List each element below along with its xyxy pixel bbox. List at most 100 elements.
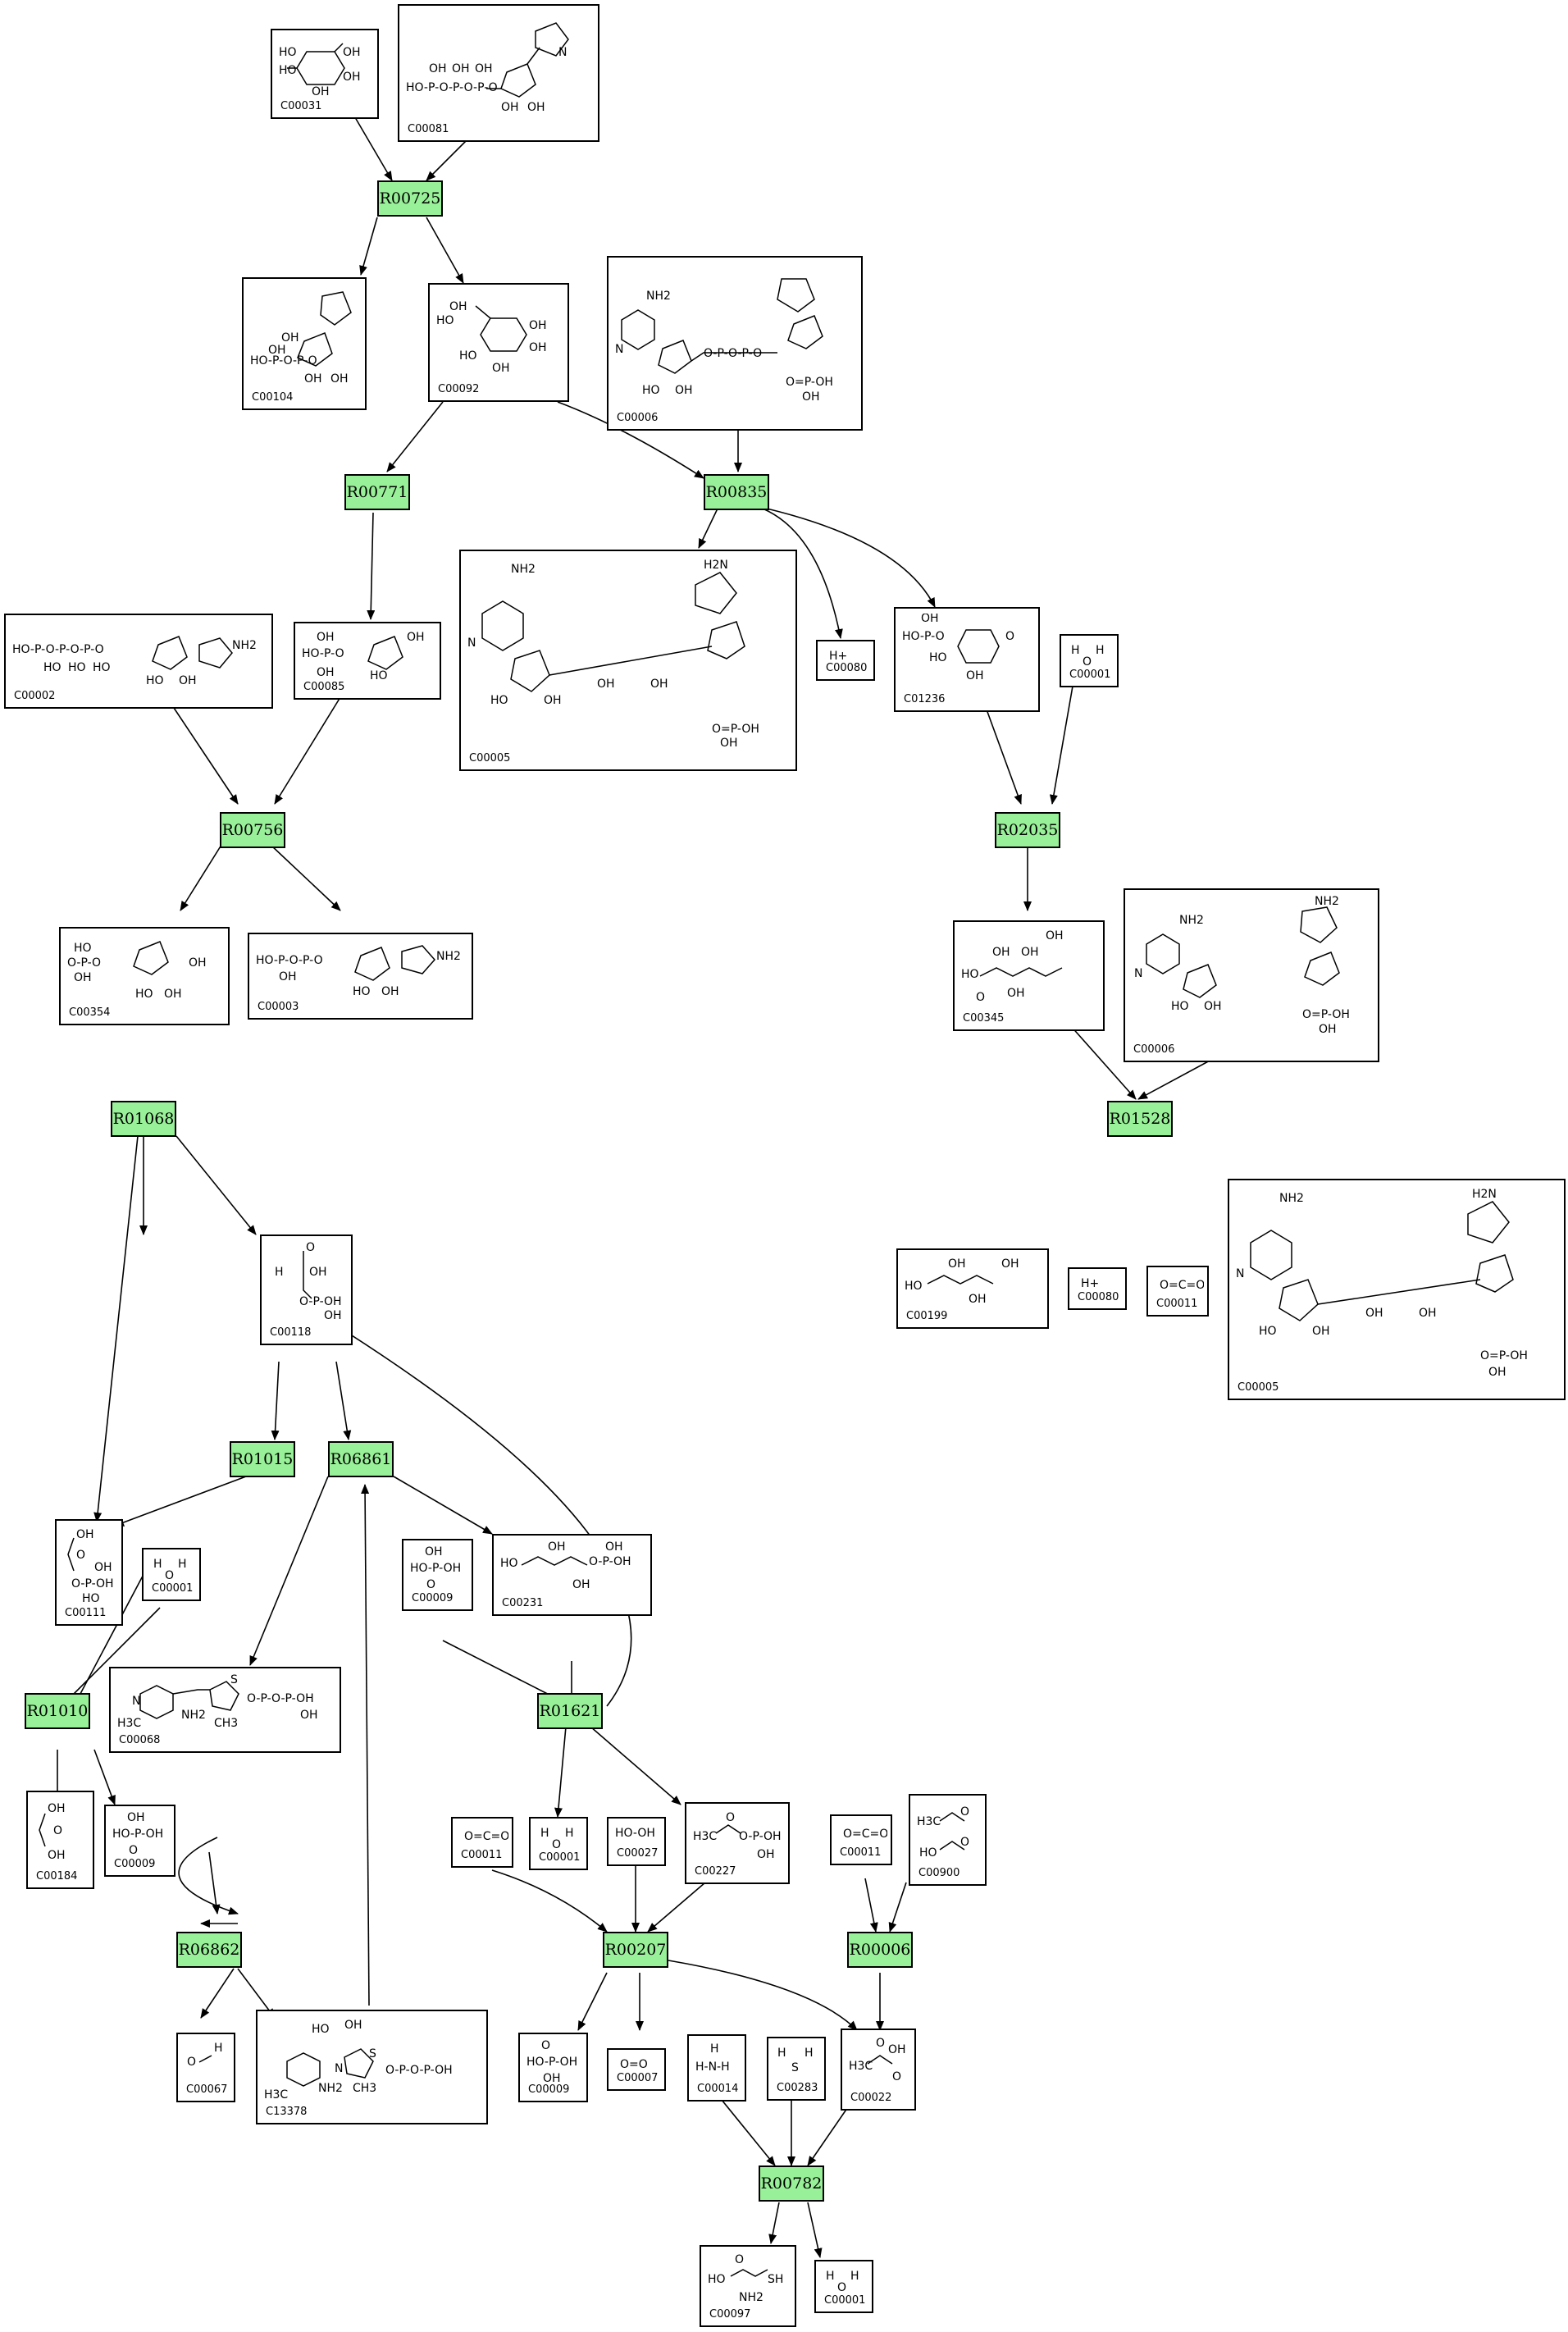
svg-text:OH: OH [675,384,693,397]
svg-text:HO: HO [708,2273,726,2286]
reaction-R00756[interactable]: R00756 [220,812,285,848]
compound-C00080[interactable]: H+ C00080 [816,640,875,681]
compound-C00002[interactable]: HO-P-O-P-O-P-O HO HO HO NH2 HO OH C00002 [4,614,273,709]
svg-text:HO: HO [642,384,660,397]
compound-id: C00080 [826,662,868,674]
compound-C00067[interactable]: O H C00067 [176,2033,235,2102]
compound-C00118[interactable]: O H OH O-P-OH OH C00118 [260,1234,353,1345]
compound-C00111[interactable]: OH O OH O-P-OH HO C00111 [55,1519,123,1626]
svg-text:NH2: NH2 [739,2291,763,2304]
reaction-R00725[interactable]: R00725 [377,180,443,217]
reaction-R00771[interactable]: R00771 [344,474,410,510]
compound-C00006-b[interactable]: NH2 NH2 N HO OH O=P-OH OH C00006 [1124,888,1379,1062]
svg-text:OH: OH [1419,1307,1437,1320]
reaction-R00207[interactable]: R00207 [603,1932,668,1968]
reaction-R02035[interactable]: R02035 [995,812,1060,848]
svg-text:OH: OH [1365,1307,1383,1320]
compound-C00014[interactable]: H H-N-H C00014 [687,2034,746,2102]
compound-C00081[interactable]: OH OH OH HO-P-O-P-O-P-O N OH OH C00081 [398,4,599,142]
svg-text:N: N [615,343,623,356]
svg-text:OH: OH [425,1545,443,1558]
compound-C00184[interactable]: OH O OH C00184 [26,1791,94,1889]
svg-text:NH2: NH2 [1179,914,1204,927]
reaction-R00782[interactable]: R00782 [759,2165,824,2202]
compound-C00227[interactable]: O H3C O-P-OH OH C00227 [685,1802,790,1884]
reaction-R01010[interactable]: R01010 [25,1693,90,1729]
compound-C00011-c[interactable]: O=C=O C00011 [830,1814,892,1865]
svg-text:H: H [826,2270,835,2283]
compound-C00900[interactable]: H3C O HO O C00900 [909,1794,987,1886]
structure-diagram: NH2 H2N N HO OH OH OH O=P-OH OH [1236,1188,1528,1377]
svg-text:O=P-OH: O=P-OH [1302,1008,1350,1021]
compound-C00006[interactable]: NH2 N HO OH O-P-O-P-O O=P-OH OH C00006 [607,256,863,431]
reaction-R01068[interactable]: R01068 [111,1101,176,1137]
reaction-R01528[interactable]: R01528 [1107,1101,1173,1137]
reaction-R01621[interactable]: R01621 [537,1693,603,1729]
compound-C13378[interactable]: HO OH N S H3C NH2 CH3 O-P-O-P-OH C13378 [256,2010,488,2124]
structure-diagram: O H [187,2042,223,2069]
compound-C00005[interactable]: NH2 H2N N HO OH OH OH O=P-OH OH C00005 [459,550,797,771]
svg-text:O=P-OH: O=P-OH [786,376,833,389]
structure-diagram: NH2 H2N N HO OH OH OH O=P-OH OH [467,559,759,748]
compound-C00009-c[interactable]: O HO-P-OH OH C00009 [518,2033,588,2102]
compound-C00231[interactable]: OH HO OH O-P-OH OH C00231 [492,1534,652,1616]
compound-C01236[interactable]: OH HO-P-O HO OH O C01236 [894,607,1040,712]
compound-C00027[interactable]: HO-OH C00027 [607,1817,666,1866]
svg-text:H: H [178,1558,187,1571]
svg-text:OH: OH [720,737,738,748]
reaction-R01015[interactable]: R01015 [230,1441,295,1477]
svg-text:OH: OH [1007,987,1025,1000]
compound-C00092[interactable]: OH HO HO OH OH OH C00092 [428,283,569,402]
compound-C00011[interactable]: O=C=O C00011 [1146,1266,1209,1317]
compound-C00068[interactable]: N S H3C NH2 CH3 O-P-O-P-OH OH C00068 [109,1667,341,1753]
reaction-R00006[interactable]: R00006 [847,1932,913,1968]
compound-C00283[interactable]: H S H C00283 [767,2037,826,2101]
svg-text:OH: OH [1488,1366,1506,1377]
compound-C00354[interactable]: HO O-P-O OH OH HO OH C00354 [59,927,230,1025]
compound-C00097[interactable]: O HO SH NH2 C00097 [700,2245,796,2327]
svg-text:O: O [837,2281,846,2294]
compound-C00001-d[interactable]: H O H C00001 [814,2260,873,2313]
svg-text:O: O [426,1578,435,1591]
compound-C00001[interactable]: H O H C00001 [1060,634,1119,687]
svg-text:O: O [165,1569,174,1582]
compound-id: C00067 [186,2083,228,2096]
compound-C00009[interactable]: OH HO-P-OH O C00009 [402,1539,473,1611]
svg-text:OH: OH [1312,1325,1330,1338]
compound-id: C00001 [1069,669,1111,681]
compound-C00003[interactable]: HO-P-O-P-O OH NH2 HO OH C00003 [248,933,473,1020]
svg-text:H+: H+ [1081,1277,1099,1290]
compound-C00005-b[interactable]: NH2 H2N N HO OH OH OH O=P-OH OH C00005 [1228,1179,1566,1400]
svg-text:OH: OH [948,1257,966,1271]
compound-C00001-b[interactable]: H O H C00001 [142,1548,201,1601]
structure-diagram: OH HO HO OH OH OH [436,300,547,375]
compound-C00345[interactable]: OH HO OH OH OH O C00345 [953,920,1105,1031]
svg-text:O: O [876,2037,885,2050]
compound-id: C00022 [850,2092,892,2104]
svg-text:HO: HO [1259,1325,1277,1338]
compound-C00031[interactable]: HO OH HO OH OH C00031 [271,29,379,119]
svg-text:H2N: H2N [704,559,728,572]
compound-C00001-c[interactable]: H O H C00001 [529,1817,588,1870]
structure-diagram: NH2 NH2 N HO OH O=P-OH OH [1134,895,1350,1036]
compound-id: C00006 [1133,1043,1175,1056]
compound-C00009-b[interactable]: OH HO-P-OH O C00009 [104,1805,175,1877]
svg-text:OH: OH [304,372,322,386]
compound-id: C00005 [469,752,511,764]
structure-diagram: HO OH N S H3C NH2 CH3 O-P-O-P-OH [264,2019,453,2102]
compound-C00011-b[interactable]: O=C=O C00011 [451,1817,513,1868]
svg-text:H: H [1071,644,1080,657]
svg-text:OH: OH [330,372,349,386]
compound-C00022[interactable]: O H3C OH O C00022 [841,2029,916,2111]
reaction-R00835[interactable]: R00835 [704,474,769,510]
reaction-R06861[interactable]: R06861 [328,1441,394,1477]
compound-C00199[interactable]: HO OH OH OH C00199 [896,1248,1049,1329]
svg-text:HO: HO [1171,1000,1189,1013]
compound-C00104[interactable]: OH OH HO-P-O-P-O OH OH C00104 [242,277,367,410]
compound-C00085[interactable]: OH HO-P-O OH HO OH C00085 [294,622,441,700]
svg-text:OH: OH [94,1561,112,1574]
compound-C00080-b[interactable]: H+ C00080 [1068,1267,1127,1310]
compound-C00007[interactable]: O=O C00007 [607,2048,666,2091]
structure-diagram: O H3C OH O [849,2037,906,2083]
reaction-R06862[interactable]: R06862 [176,1932,242,1968]
